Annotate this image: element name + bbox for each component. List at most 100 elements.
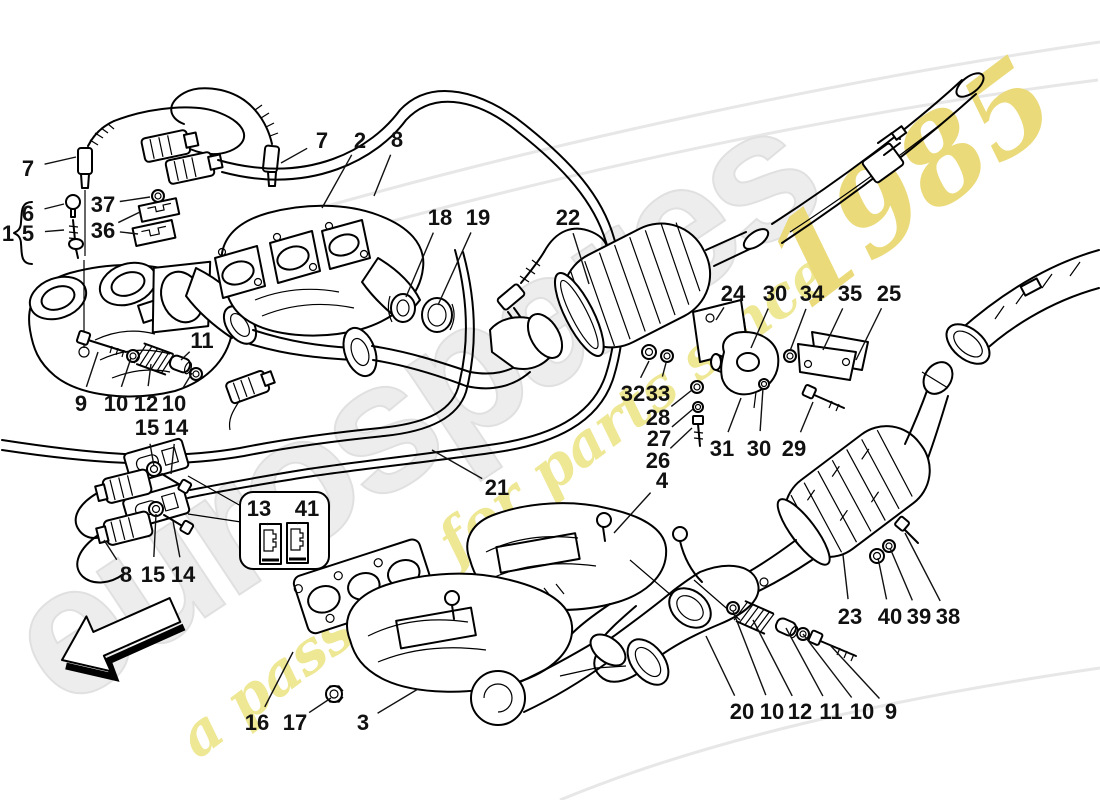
part-label-6-1[interactable]: 6 xyxy=(22,201,34,226)
part-label-5-3[interactable]: 5 xyxy=(22,221,34,246)
part-label-41-35[interactable]: 41 xyxy=(295,496,319,521)
part-label-10-29[interactable]: 10 xyxy=(104,391,128,416)
part-label-1-2[interactable]: 1 xyxy=(2,221,14,246)
part-label-16-39[interactable]: 16 xyxy=(245,710,269,735)
part-label-39-50[interactable]: 39 xyxy=(907,604,931,629)
part-label-26-21[interactable]: 26 xyxy=(646,448,670,473)
leader-lines-layer xyxy=(44,147,941,714)
cable-plug-1 xyxy=(140,129,200,163)
leader-line-30-13 xyxy=(750,308,769,349)
part-label-23-48[interactable]: 23 xyxy=(838,604,862,629)
manifold-2-port-flanges xyxy=(214,219,371,299)
leader-line-38-51 xyxy=(904,532,941,602)
part-label-13-34[interactable]: 13 xyxy=(247,496,271,521)
part-label-14-33[interactable]: 14 xyxy=(164,415,189,440)
spring-12-upper xyxy=(133,342,175,376)
part-label-32-17[interactable]: 32 xyxy=(621,381,645,406)
leader-line-8-8 xyxy=(373,154,392,197)
part-label-37-4[interactable]: 37 xyxy=(91,192,115,217)
connector-group-art xyxy=(74,437,330,584)
leader-line-22-11 xyxy=(572,233,590,285)
leader-line-7-6 xyxy=(280,147,308,164)
connector-8-lower xyxy=(76,510,154,584)
part-label-10-43[interactable]: 10 xyxy=(760,699,784,724)
part-label-14-38[interactable]: 14 xyxy=(171,562,196,587)
stud-stack-26-27-28 xyxy=(690,380,704,447)
leader-line-9-28 xyxy=(85,351,99,388)
part-label-19-10[interactable]: 19 xyxy=(466,205,490,230)
part-label-30-23[interactable]: 30 xyxy=(747,436,771,461)
part-label-28-19[interactable]: 28 xyxy=(646,405,670,430)
part-label-22-11[interactable]: 22 xyxy=(556,205,580,230)
part-label-24-12[interactable]: 24 xyxy=(721,281,746,306)
part-label-2-7[interactable]: 2 xyxy=(354,128,366,153)
leader-line-39-50 xyxy=(889,547,913,601)
part-label-15-32[interactable]: 15 xyxy=(135,415,159,440)
part-label-31-22[interactable]: 31 xyxy=(710,436,734,461)
leader-line-11-45 xyxy=(785,627,824,697)
leader-line-9-47 xyxy=(829,644,880,699)
part-label-3-41[interactable]: 3 xyxy=(357,710,369,735)
part-label-7-0[interactable]: 7 xyxy=(22,156,34,181)
part-label-11-45[interactable]: 11 xyxy=(819,699,842,724)
leader-line-31-22 xyxy=(727,397,742,433)
part-label-10-46[interactable]: 10 xyxy=(850,699,874,724)
part-label-12-30[interactable]: 12 xyxy=(134,391,158,416)
manifold-3-art xyxy=(292,538,627,726)
leader-line-35-15 xyxy=(822,308,844,351)
part-label-18-9[interactable]: 18 xyxy=(428,205,452,230)
leader-line-41-35 xyxy=(296,522,299,525)
part-label-9-47[interactable]: 9 xyxy=(885,699,897,724)
leader-line-17-40 xyxy=(308,697,332,714)
leader-line-26-21 xyxy=(669,427,693,449)
connector-icon-13 xyxy=(259,523,282,565)
part-label-7-6[interactable]: 7 xyxy=(316,128,328,153)
part-label-12-44[interactable]: 12 xyxy=(788,699,812,724)
part-label-11-27[interactable]: 11 xyxy=(190,328,213,353)
leader-line-12-30 xyxy=(147,363,152,387)
part-label-35-15[interactable]: 35 xyxy=(838,281,862,306)
part-label-8-8[interactable]: 8 xyxy=(391,127,403,152)
leader-line-16-39 xyxy=(264,651,294,708)
part-label-38-51[interactable]: 38 xyxy=(936,604,960,629)
part-label-15-37[interactable]: 15 xyxy=(141,562,165,587)
connector-8-upper xyxy=(74,468,153,540)
catalytic-converter-art xyxy=(489,222,770,370)
leader-line-2-7 xyxy=(321,154,353,209)
part-label-34-14[interactable]: 34 xyxy=(800,281,825,306)
part-label-17-40[interactable]: 17 xyxy=(283,710,307,735)
leader-line-14-38 xyxy=(172,520,181,558)
part-label-21-26[interactable]: 21 xyxy=(485,475,509,500)
part-label-30-13[interactable]: 30 xyxy=(763,281,787,306)
spacer-sleeve-11-lower xyxy=(774,617,799,639)
leader-line-20-42 xyxy=(705,635,736,696)
spacer-sleeve-11-upper xyxy=(168,354,193,375)
part-label-20-42[interactable]: 20 xyxy=(730,699,754,724)
leader-line-36-5 xyxy=(119,231,139,235)
leader-line-24-12 xyxy=(715,307,725,321)
part-label-8-36[interactable]: 8 xyxy=(120,562,132,587)
part-label-33-18[interactable]: 33 xyxy=(646,381,670,406)
part-label-4-25[interactable]: 4 xyxy=(656,468,669,493)
leader-line-40-49 xyxy=(877,557,888,600)
hardware-row-upper xyxy=(75,329,203,381)
part-label-40-49[interactable]: 40 xyxy=(878,604,902,629)
leader-line-15-37 xyxy=(153,513,157,558)
cable-plug-2 xyxy=(164,151,224,185)
part-label-27-20[interactable]: 27 xyxy=(647,426,671,451)
leader-line-10-46 xyxy=(802,633,853,698)
part-label-10-31[interactable]: 10 xyxy=(162,391,186,416)
bracket-cluster-art xyxy=(641,299,869,447)
leader-line-15-32 xyxy=(149,443,155,467)
bushing-18-19-art xyxy=(387,293,455,333)
part-label-36-5[interactable]: 36 xyxy=(91,218,115,243)
part-label-25-16[interactable]: 25 xyxy=(877,281,901,306)
part-label-9-28[interactable]: 9 xyxy=(75,391,87,416)
part-label-29-24[interactable]: 29 xyxy=(782,436,806,461)
leader-line-11-27 xyxy=(180,351,191,361)
leader-line-27-20 xyxy=(671,408,694,428)
leader-line-29-24 xyxy=(799,401,814,433)
bolt-38-washers xyxy=(869,515,919,564)
